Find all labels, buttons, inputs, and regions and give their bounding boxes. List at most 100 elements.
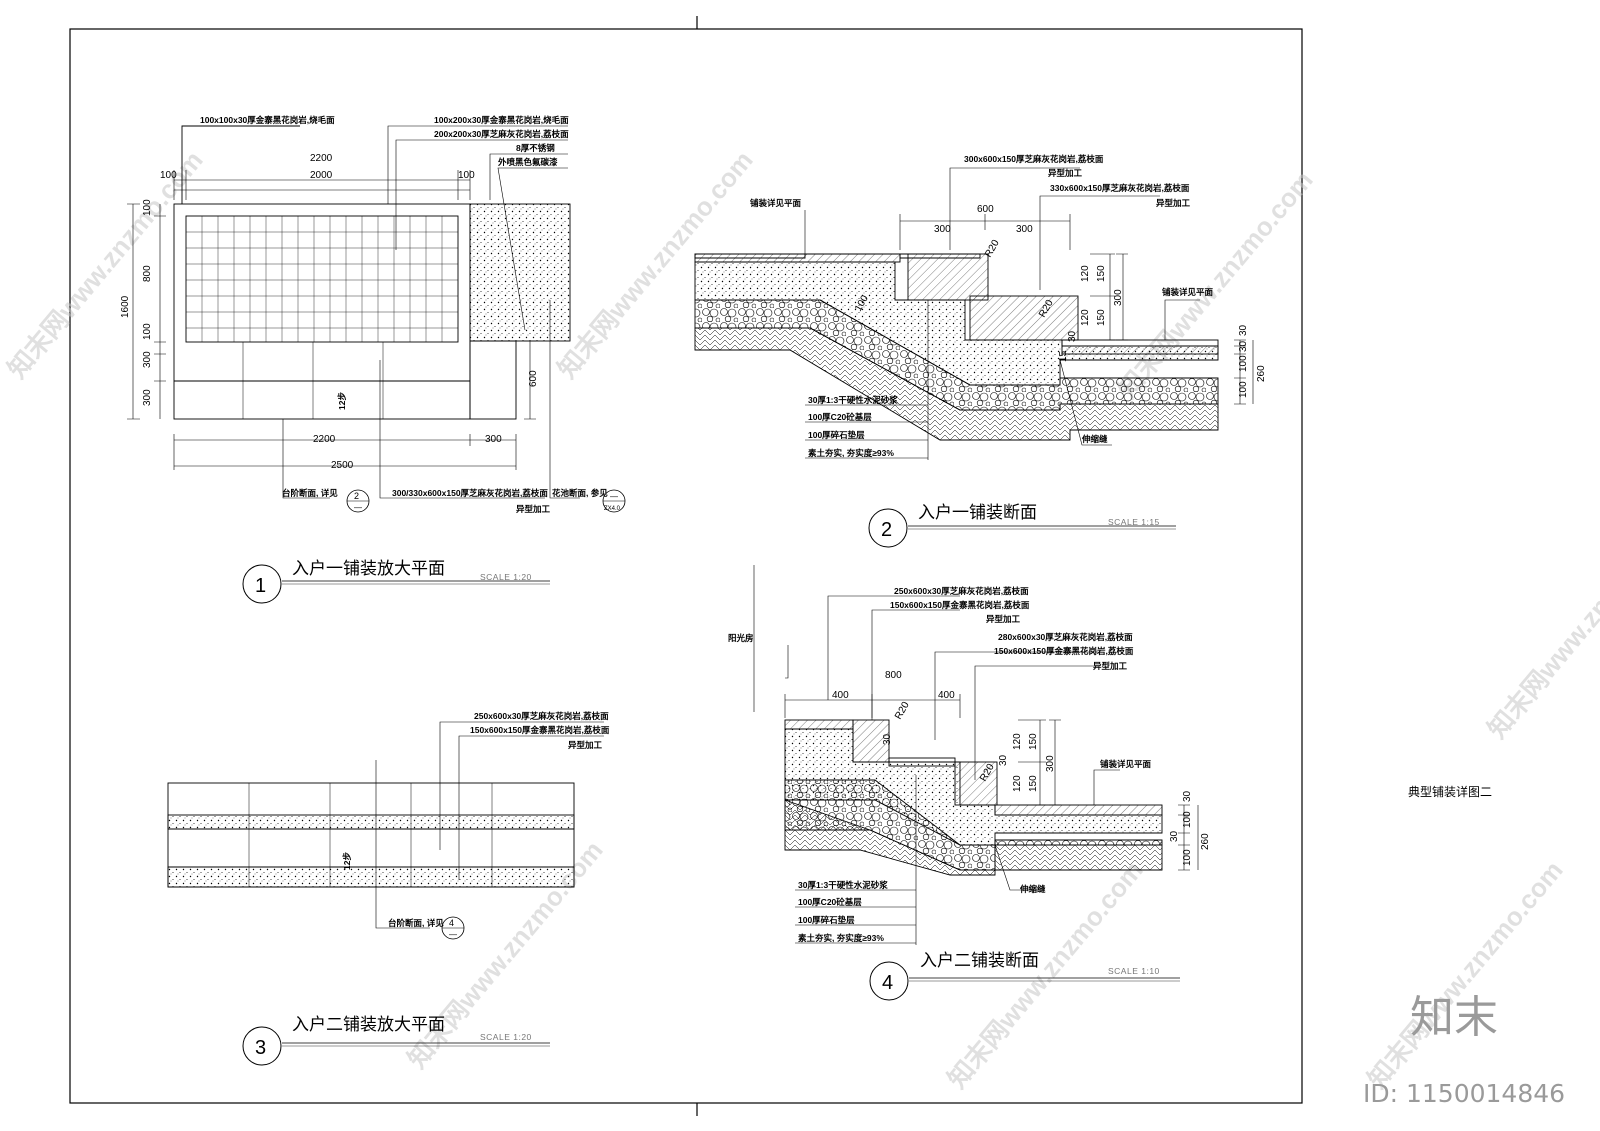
detail-1-scale: SCALE 1:20	[480, 572, 532, 582]
dim-d2-v30b: 30	[1238, 324, 1249, 336]
image-id-label: ID: 1150014846	[1363, 1079, 1565, 1108]
note-d1-9: 花池断面, 参见	[552, 488, 608, 498]
detail-1-title: 入户一铺装放大平面	[292, 559, 445, 578]
note-d4-7: 阳光房	[728, 633, 754, 643]
layer-d2-1: 30厚1:3干硬性水泥砂浆	[808, 395, 898, 405]
dim-d4-v260: 260	[1200, 833, 1211, 850]
detail-1-number: 1	[255, 575, 266, 597]
detail-4-number: 4	[882, 972, 893, 994]
detail-2-scale: SCALE 1:15	[1108, 517, 1160, 527]
ref-d3-bottom: —	[449, 930, 457, 939]
label-d1-steps: 12步	[337, 392, 347, 410]
detail-4-title: 入户二铺装断面	[920, 951, 1039, 970]
dim-d1-h600: 600	[528, 370, 539, 387]
detail-2-section	[694, 167, 1254, 548]
dim-d2-v300: 300	[1113, 289, 1124, 306]
note-d2-3: 330x600x150厚芝麻灰花岗岩,荔枝面	[1050, 183, 1190, 193]
dim-d2-v120a: 120	[1080, 265, 1091, 282]
dim-d1-b300: 300	[485, 434, 502, 445]
dim-d1-w2200: 2200	[310, 153, 333, 164]
note-d4-9: 伸缩缝	[1019, 884, 1046, 894]
dim-d2-r1: R20	[983, 238, 1002, 260]
ref-d1-b-bottom: ZX4.0	[604, 506, 621, 512]
dim-d2-v100b: 100	[1238, 381, 1249, 398]
note-d3-2: 150x600x150厚金寨黑花岗岩,荔枝面	[470, 725, 610, 735]
note-d1-6: 台阶断面, 详见	[282, 488, 338, 498]
watermark-3: 知末网www.znzmo.com	[1112, 165, 1319, 404]
detail-4-text: 250x600x30厚芝麻灰花岗岩,荔枝面 150x600x150厚金寨黑花岗岩…	[728, 586, 1211, 994]
layer-d2-2: 100厚C20砼基层	[808, 412, 872, 422]
dim-d4-400b: 400	[938, 690, 955, 701]
detail-1-plan	[127, 125, 626, 604]
dim-d4-v150a: 150	[1028, 733, 1039, 750]
ref-d3-top: 4	[449, 918, 454, 928]
layer-d2-3: 100厚碎石垫层	[808, 430, 865, 440]
dim-d2-v15: 15	[1058, 350, 1069, 362]
dim-d2-v120b: 120	[1080, 309, 1091, 326]
note-d1-2: 100x200x30厚金寨黑花岗岩,烧毛面	[434, 115, 569, 125]
detail-4-section	[753, 565, 1199, 1001]
note-d2-2: 异型加工	[1048, 168, 1083, 178]
note-d2-1: 300x600x150厚芝麻灰花岗岩,荔枝面	[964, 154, 1104, 164]
detail-3-plan	[167, 721, 604, 1066]
dim-d1-h100b: 100	[142, 323, 153, 340]
note-d4-1: 250x600x30厚芝麻灰花岗岩,荔枝面	[894, 586, 1029, 596]
dim-d4-v120a: 120	[1012, 733, 1023, 750]
dim-d2-300a: 300	[934, 224, 951, 235]
note-d2-4: 异型加工	[1156, 198, 1191, 208]
dim-d1-w100a: 100	[160, 170, 177, 181]
label-d3-steps: 12步	[342, 852, 352, 870]
detail-3-text: 250x600x30厚芝麻灰花岗岩,荔枝面 150x600x150厚金寨黑花岗岩…	[255, 711, 610, 1059]
layer-d4-3: 100厚碎石垫层	[798, 915, 855, 925]
dim-d1-b2500: 2500	[331, 460, 354, 471]
note-d4-5: 150x600x150厚金寨黑花岗岩,荔枝面	[994, 646, 1134, 656]
ref-d1-b-top: —	[610, 492, 618, 501]
dim-d1-b2200: 2200	[313, 434, 336, 445]
ref-d1-a-bottom: —	[354, 503, 362, 512]
detail-4-scale: SCALE 1:10	[1108, 966, 1160, 976]
note-d3-1: 250x600x30厚芝麻灰花岗岩,荔枝面	[474, 711, 609, 721]
dim-d4-400a: 400	[832, 690, 849, 701]
note-d1-1: 100x100x30厚金寨黑花岗岩,烧毛面	[200, 115, 335, 125]
note-d1-4: 8厚不锈钢	[516, 143, 555, 153]
layer-d4-4: 素土夯实, 夯实度≥93%	[798, 933, 884, 943]
detail-2-title: 入户一铺装断面	[918, 503, 1037, 522]
dim-d2-v100a: 100	[1238, 355, 1249, 372]
dim-d4-v150b: 150	[1028, 775, 1039, 792]
dim-d2-v260: 260	[1256, 365, 1267, 382]
dim-d2-v150b: 150	[1096, 309, 1107, 326]
dim-d4-v30a: 30	[882, 733, 893, 745]
dim-d1-h100a: 100	[142, 199, 153, 216]
note-d2-7: 伸缩缝	[1081, 434, 1108, 444]
note-d3-3: 异型加工	[568, 740, 603, 750]
note-d4-4: 280x600x30厚芝麻灰花岗岩,荔枝面	[998, 632, 1133, 642]
note-d4-8: 铺装详见平面	[1100, 759, 1152, 769]
brand-logo-text: 知末	[1410, 992, 1498, 1043]
note-d4-2: 150x600x150厚金寨黑花岗岩,荔枝面	[890, 600, 1030, 610]
note-d1-7: 300/330x600x150厚芝麻灰花岗岩,荔枝面	[392, 488, 548, 498]
note-d1-8: 异型加工	[516, 504, 551, 514]
detail-2-text: 300x600x150厚芝麻灰花岗岩,荔枝面 异型加工 330x600x150厚…	[750, 154, 1267, 541]
note-d1-5: 外喷黑色氟碳漆	[497, 157, 558, 167]
dim-d4-v120b: 120	[1012, 775, 1023, 792]
dim-d2-300b: 300	[1016, 224, 1033, 235]
layer-d4-2: 100厚C20砼基层	[798, 897, 862, 907]
note-d4-3: 异型加工	[986, 614, 1021, 624]
note-d1-3: 200x200x30厚芝麻灰花岗岩,荔枝面	[434, 129, 569, 139]
dim-d2-v30a: 30	[1067, 330, 1078, 342]
dim-d4-v30d: 30	[1169, 830, 1180, 842]
detail-3-scale: SCALE 1:20	[480, 1032, 532, 1042]
dim-d4-v100b: 100	[1182, 849, 1193, 866]
layer-d2-4: 素土夯实, 夯实度≥93%	[808, 448, 894, 458]
watermark-7: 知末网www.znzmo.com	[1482, 505, 1600, 744]
dim-d1-h800: 800	[142, 265, 153, 282]
dim-d4-v100a: 100	[1182, 811, 1193, 828]
dim-d1-h300a: 300	[142, 351, 153, 368]
dim-d2-600: 600	[977, 204, 994, 215]
dim-d1-w100b: 100	[458, 170, 475, 181]
detail-1-text: 100x100x30厚金寨黑花岗岩,烧毛面 100x200x30厚金寨黑花岗岩,…	[120, 115, 621, 597]
dim-d1-w2000: 2000	[310, 170, 333, 181]
dim-d1-h300b: 300	[142, 389, 153, 406]
watermark-6: 知末网www.znzmo.com	[1362, 855, 1569, 1094]
note-d2-6: 铺装详见平面	[1162, 287, 1214, 297]
